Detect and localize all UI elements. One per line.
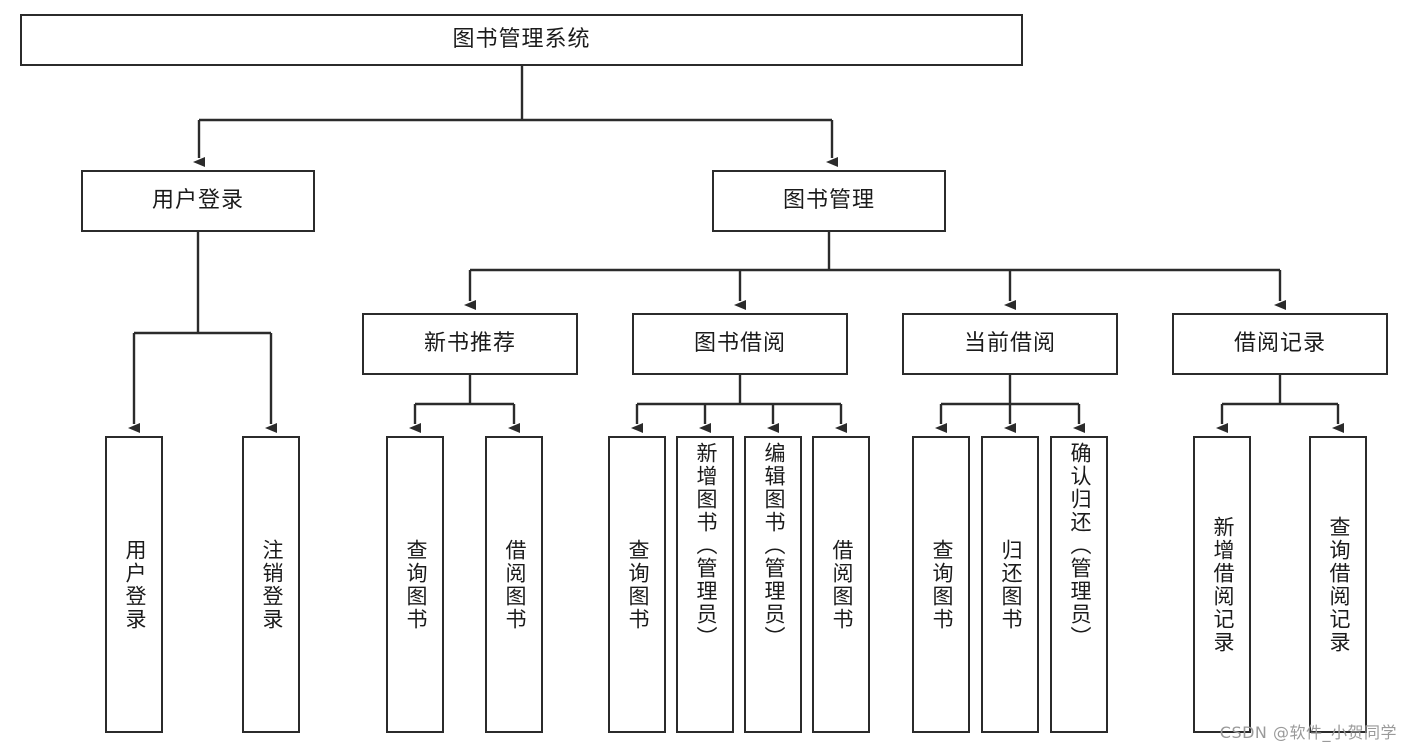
leaf-user-login[interactable]: 用户登录 xyxy=(105,436,163,733)
node-book-manage-label: 图书管理 xyxy=(782,188,875,214)
node-borrow-record[interactable]: 借阅记录 xyxy=(1172,313,1388,375)
leaf-borrow-edit-book-label: 编辑图书（管理员） xyxy=(761,442,786,649)
node-user-login[interactable]: 用户登录 xyxy=(81,170,315,232)
leaf-borrow-edit-book[interactable]: 编辑图书（管理员） xyxy=(744,436,802,733)
leaf-borrow-query-book-label: 查询图书 xyxy=(625,538,650,631)
leaf-borrow-query-book[interactable]: 查询图书 xyxy=(608,436,666,733)
leaf-borrow-borrow-book[interactable]: 借阅图书 xyxy=(812,436,870,733)
node-current-borrow[interactable]: 当前借阅 xyxy=(902,313,1118,375)
leaf-logout-login-label: 注销登录 xyxy=(259,538,284,631)
leaf-borrow-add-book[interactable]: 新增图书（管理员） xyxy=(676,436,734,733)
node-root-label: 图书管理系统 xyxy=(452,27,591,53)
leaf-record-query-label: 查询借阅记录 xyxy=(1326,515,1351,654)
leaf-recommend-borrow-book[interactable]: 借阅图书 xyxy=(485,436,543,733)
node-root[interactable]: 图书管理系统 xyxy=(20,14,1023,66)
node-new-book-recommend-label: 新书推荐 xyxy=(423,331,516,357)
leaf-logout-login[interactable]: 注销登录 xyxy=(242,436,300,733)
node-user-login-label: 用户登录 xyxy=(151,188,244,214)
leaf-borrow-add-book-label: 新增图书（管理员） xyxy=(693,442,718,649)
node-new-book-recommend[interactable]: 新书推荐 xyxy=(362,313,578,375)
leaf-current-confirm-return[interactable]: 确认归还（管理员） xyxy=(1050,436,1108,733)
node-current-borrow-label: 当前借阅 xyxy=(963,331,1056,357)
csdn-watermark: CSDN @软件_小贺同学 xyxy=(1219,723,1397,742)
leaf-current-return-book-label: 归还图书 xyxy=(998,538,1023,631)
leaf-current-confirm-return-label: 确认归还（管理员） xyxy=(1067,442,1092,649)
leaf-recommend-query-book-label: 查询图书 xyxy=(403,538,428,631)
leaf-record-query[interactable]: 查询借阅记录 xyxy=(1309,436,1367,733)
leaf-record-add[interactable]: 新增借阅记录 xyxy=(1193,436,1251,733)
node-book-manage[interactable]: 图书管理 xyxy=(712,170,946,232)
leaf-borrow-borrow-book-label: 借阅图书 xyxy=(829,538,854,631)
leaf-current-return-book[interactable]: 归还图书 xyxy=(981,436,1039,733)
leaf-record-add-label: 新增借阅记录 xyxy=(1210,515,1235,654)
node-book-borrow[interactable]: 图书借阅 xyxy=(632,313,848,375)
leaf-current-query-book[interactable]: 查询图书 xyxy=(912,436,970,733)
leaf-current-query-book-label: 查询图书 xyxy=(929,538,954,631)
node-book-borrow-label: 图书借阅 xyxy=(693,331,786,357)
node-borrow-record-label: 借阅记录 xyxy=(1233,331,1326,357)
leaf-recommend-borrow-book-label: 借阅图书 xyxy=(502,538,527,631)
leaf-recommend-query-book[interactable]: 查询图书 xyxy=(386,436,444,733)
leaf-user-login-label: 用户登录 xyxy=(122,538,147,631)
